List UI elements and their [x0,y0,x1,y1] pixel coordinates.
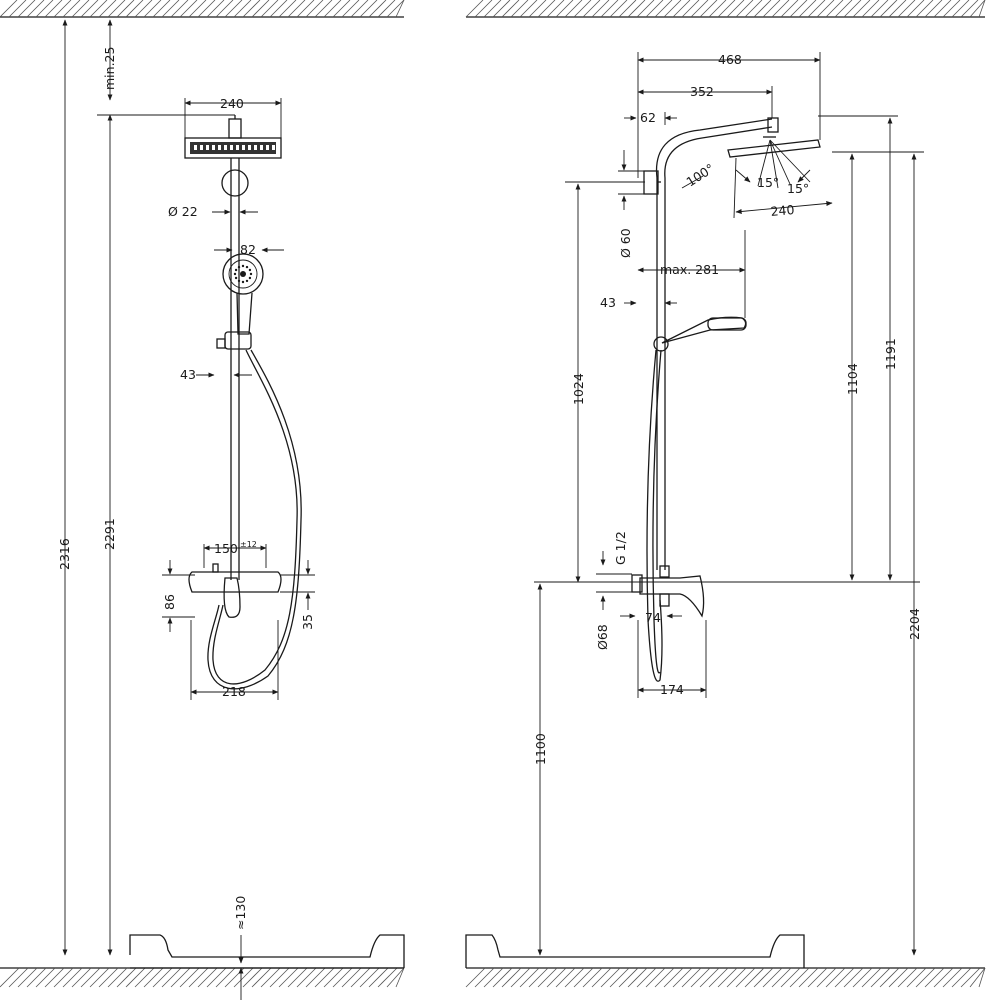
floor-hatch-right [465,967,986,988]
wall-bracket [643,170,659,195]
dim-15deg-b: 15° [787,181,809,196]
dim-1100: 1100 [533,733,548,765]
dim-g12: G 1/2 [613,531,628,565]
mixer [188,571,282,593]
dim-1191: 1191 [883,338,898,370]
dim-15deg-a: 15° [757,175,779,190]
dim-35: 35 [300,614,315,630]
front-view: 2316 2291 min.25 240 Ø 22 82 43 150 ±12 … [57,19,405,1000]
dim-1104: 1104 [845,363,860,395]
shower-hose [212,349,298,685]
hand-shower [222,253,264,295]
dim-130: ≈130 [233,896,248,930]
ceiling-hatch-left [0,0,405,18]
dim-82: 82 [240,242,256,257]
side-overhead-shower [727,139,821,158]
dim-2291: 2291 [102,518,117,550]
side-view: 468 352 62 100° 15° 15° 240 Ø 60 max. 28… [465,52,924,968]
dim-2204: 2204 [907,608,922,640]
dim-150-tol: ±12 [240,540,257,549]
dim-min25: min.25 [102,47,117,90]
dim-150: 150 [214,541,238,556]
dim-100deg: 100° [683,161,716,190]
dim-240-front: 240 [220,96,244,111]
floor-hatch-left [0,967,405,988]
dim-d68: Ø68 [595,624,610,650]
dim-62: 62 [640,110,656,125]
wall-hatching [0,0,986,988]
bathtub [129,934,405,968]
dim-1024: 1024 [571,373,586,405]
side-slider [653,336,669,352]
dim-240-side: 240 [770,202,795,219]
dim-74: 74 [645,610,661,625]
dim-d22: Ø 22 [168,204,198,219]
shower-arm [655,118,773,179]
dim-352: 352 [690,84,714,99]
dim-468: 468 [718,52,742,67]
dim-43-front: 43 [180,367,196,382]
side-bathtub [465,934,805,968]
dim-2316: 2316 [57,538,72,570]
side-hose [646,349,663,682]
dim-43-side: 43 [600,295,616,310]
dim-174: 174 [660,682,684,697]
dim-d60: Ø 60 [618,228,633,258]
dim-86: 86 [162,594,177,610]
dim-218: 218 [222,684,246,699]
dim-max281: max. 281 [660,262,719,277]
ceiling-hatch-right [465,0,986,18]
